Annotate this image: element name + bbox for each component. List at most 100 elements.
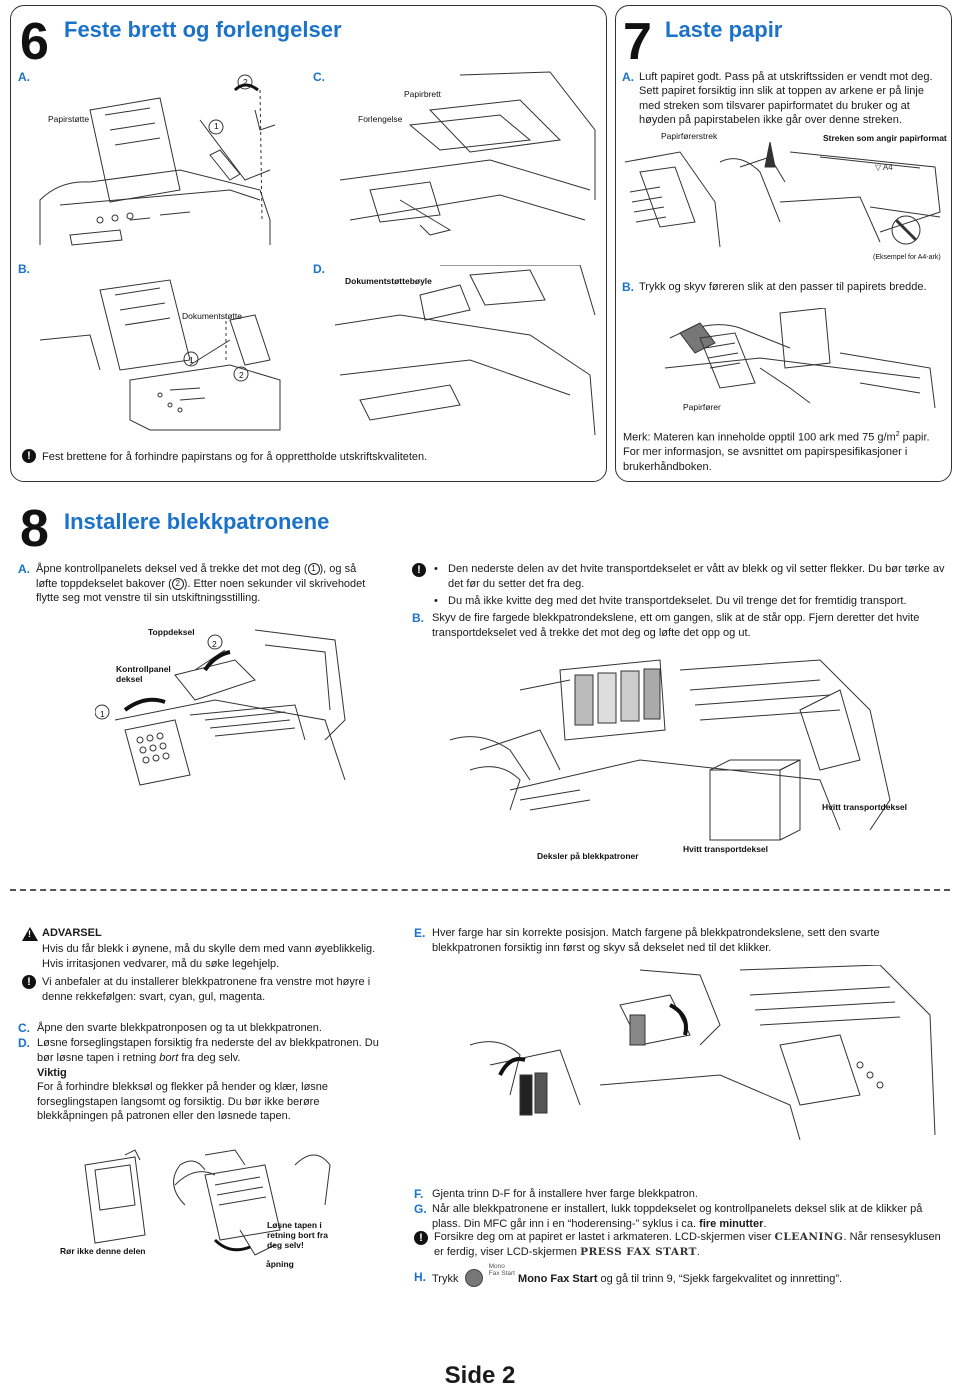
text-8f: Gjenta trinn D-F for å installere hver f… (432, 1188, 698, 1200)
merk-7-suffix: papir. (899, 431, 930, 444)
step-6d: D. (313, 262, 325, 276)
text-forsikre-3: . (696, 1245, 700, 1258)
step-8d: D. (18, 1036, 30, 1050)
step-6b: B. (18, 262, 30, 276)
label-apning: åpning (266, 1259, 294, 1269)
dashed-divider (10, 889, 950, 891)
illustration-open-covers (95, 629, 346, 786)
merk-7-rest: For mer informasjon, se avsnittet om pap… (623, 446, 908, 473)
text-8d-end: fra deg selv. (178, 1051, 241, 1064)
callout-two-6b: 2 (239, 370, 244, 380)
text-forsikre-1: Forsikre deg om at papiret er lastet i a… (434, 1231, 775, 1243)
illustration-cartridge-covers (449, 659, 891, 841)
merk-7-sup: 2 (895, 431, 900, 438)
step-8e: E. (414, 926, 426, 940)
text-8a-3: ). Etter noen sekunder vil skrivehodet f… (36, 577, 366, 605)
text-8g-end: . (763, 1217, 767, 1230)
text-8g-bold: fire minutter (699, 1217, 764, 1230)
step-6c: C. (313, 70, 325, 84)
illustration-paper-guide-line: ▽ A4 (624, 142, 941, 248)
text-8h: Trykk Mono Fax Start Mono Fax Start og g… (432, 1263, 942, 1287)
section-7-title: Laste papir (665, 17, 783, 42)
text-8g: Når alle blekkpatronene er installert, l… (432, 1202, 942, 1231)
label-streken: Streken som angir papirformat (823, 133, 947, 143)
illustration-cartridge-tape (84, 1149, 331, 1256)
circled-two: 2 (171, 577, 184, 590)
text-7a-line1: Luft papiret godt. Pass på at utskriftss… (639, 71, 933, 83)
text-8d: Løsne forseglingstapen forsiktig fra ned… (37, 1036, 387, 1065)
mono-label-2: Fax Start (488, 1270, 515, 1278)
label-toppdeksel: Toppdeksel (148, 627, 195, 637)
text-8h-bold: Mono Fax Start (518, 1272, 598, 1285)
text-7a-rest: Sett papiret forsiktig inn slik at toppe… (639, 85, 924, 127)
label-forlengelse: Forlengelse (358, 114, 403, 124)
label-deksel: deksel (116, 674, 143, 684)
text-8h-end: og gå til trinn 9, “Sjekk fargekvalitet … (597, 1272, 843, 1285)
label-dokumentstottebøyle: Dokumentstøttebøyle (345, 276, 432, 286)
illustration-paper-support (39, 74, 276, 246)
section-6-number: 6 (20, 13, 49, 71)
lcd-press-fax-start: PRESS FAX START (580, 1245, 697, 1258)
label-hvitt-1: Hvitt transportdeksel (822, 802, 908, 812)
step-8f: F. (414, 1187, 424, 1201)
section-8-number: 8 (20, 500, 49, 558)
label-eksempel: (Eksempel for A4-ark) (873, 254, 941, 261)
label-kontrollpanel: Kontrollpanel (116, 664, 171, 674)
viktig-title: Viktig (37, 1067, 67, 1079)
label-deksler: Deksler på blekkpatroner (537, 851, 639, 861)
bullet-8-2: Du må ikke kvitte deg med det hvite tran… (432, 594, 947, 609)
merk-7-prefix: Merk: Materen kan inneholde opptil 100 a… (623, 431, 896, 444)
alert-icon-forsikre: ! (414, 1231, 428, 1245)
text-forsikre-2: . Når rensesyklusen er ferdig, viser LCD… (434, 1231, 941, 1258)
step-7b: B. (622, 280, 634, 294)
text-8g-main: Når alle blekkpatronene er installert, l… (432, 1203, 923, 1230)
text-8d-em: bort (159, 1051, 179, 1064)
viktig-text: For å forhindre blekksøl og flekker på h… (37, 1081, 329, 1123)
label-papirbrett: Papirbrett (404, 89, 441, 99)
bullet-list-8: Den nederste delen av det hvite transpor… (432, 562, 947, 612)
text-8a-1: Åpne kontrollpanelets deksel ved å trekk… (36, 563, 308, 575)
bullet-8-1: Den nederste delen av det hvite transpor… (432, 562, 947, 591)
text-8c: Åpne den svarte blekkpatronposen og ta u… (37, 1022, 322, 1034)
illustration-document-bar (334, 265, 596, 436)
page-footer: Side 2 (444, 1362, 516, 1389)
illustration-paper-tray (339, 71, 596, 236)
step-8a: A. (18, 562, 30, 576)
merk-7: Merk: Materen kan inneholde opptil 100 a… (623, 430, 948, 474)
label-papirforer: Papirfører (683, 402, 721, 412)
circled-one: 1 (307, 563, 320, 576)
alert-icon-6: ! (22, 449, 36, 463)
callout-one-6a: 1 (214, 121, 219, 131)
text-8a: Åpne kontrollpanelets deksel ved å trekk… (36, 562, 376, 606)
note-6: Fest brettene for å forhindre papirstans… (42, 451, 428, 463)
label-ror: Rør ikke denne delen (60, 1246, 146, 1256)
alert-icon-anbefal: ! (22, 975, 36, 989)
svg-text:▽ A4: ▽ A4 (875, 163, 893, 172)
label-papirstotte: Papirstøtte (48, 114, 90, 124)
step-8b: B. (412, 611, 424, 625)
callout-two-8a: 2 (212, 639, 217, 649)
section-6-title: Feste brett og forlengelser (64, 17, 342, 42)
mono-label-1: Mono (488, 1263, 505, 1270)
lcd-cleaning: CLEANING (774, 1231, 844, 1243)
text-8d-main: Løsne forseglingstapen forsiktig fra ned… (37, 1037, 379, 1064)
label-papirforerstrek: Papirførerstrek (661, 131, 718, 141)
text-8b: Skyv de fire fargede blekkpatrondekslene… (432, 612, 920, 639)
illustration-insert-cartridge (469, 965, 936, 1140)
callout-one-8a: 1 (100, 709, 105, 719)
text-7b: Trykk og skyv føreren slik at den passer… (639, 281, 927, 293)
step-8g: G. (414, 1202, 427, 1216)
text-8a-2: ), og så løfte toppdekselet bakover ( (36, 563, 357, 590)
anbefal-text: Vi anbefaler at du installerer blekkpatr… (42, 976, 371, 1003)
label-hvitt-2: Hvitt transportdeksel (683, 844, 769, 854)
step-8c: C. (18, 1021, 30, 1035)
callout-two-6a: 2 (243, 77, 248, 87)
step-8h: H. (414, 1270, 426, 1284)
label-dokumentstotte: Dokumentstøtte (182, 311, 242, 321)
illustration-paper-guide-slide (664, 308, 936, 409)
step-6a: A. (18, 70, 30, 84)
warning-triangle-icon: ! (22, 927, 38, 941)
mono-fax-start-button-icon (464, 1269, 483, 1287)
section-7-number: 7 (623, 13, 652, 71)
text-8h-trykk: Trykk (432, 1272, 459, 1285)
